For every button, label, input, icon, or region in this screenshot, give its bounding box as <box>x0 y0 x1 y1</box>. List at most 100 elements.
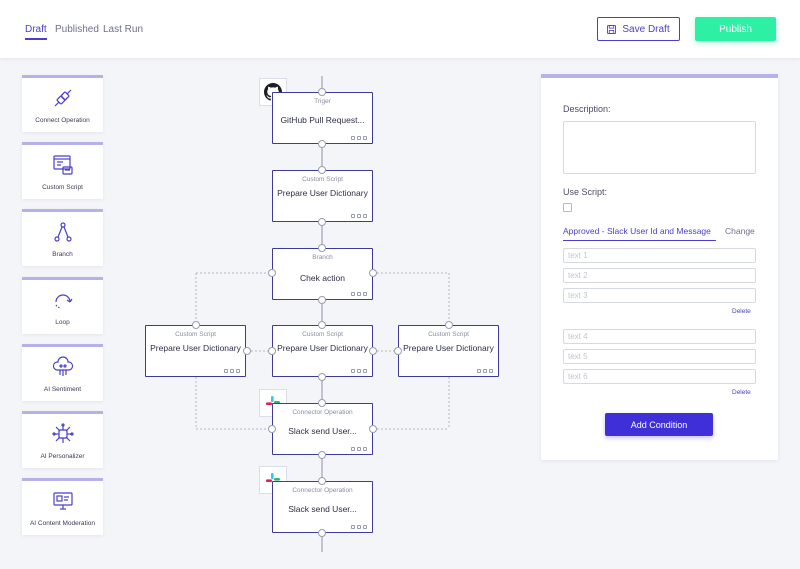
delete-icon[interactable] <box>357 447 361 451</box>
condition-input[interactable] <box>563 329 756 344</box>
copy-icon[interactable] <box>363 136 367 140</box>
palette-connect-operation[interactable]: Connect Operation <box>22 75 103 132</box>
delete-icon[interactable] <box>357 525 361 529</box>
palette-ai-personalizer[interactable]: AI Personalizer <box>22 411 103 468</box>
settings-icon[interactable] <box>351 447 355 451</box>
save-draft-button[interactable]: Save Draft <box>597 17 680 41</box>
node-actions[interactable] <box>351 136 367 140</box>
save-icon <box>607 24 617 34</box>
delete-icon[interactable] <box>483 369 487 373</box>
delete-icon[interactable] <box>230 369 234 373</box>
palette-loop[interactable]: Loop <box>22 277 103 334</box>
delete-link[interactable]: Delete <box>732 389 751 396</box>
condition-input[interactable] <box>563 248 756 263</box>
connection-port[interactable] <box>369 347 377 355</box>
node-slack-send-2[interactable]: Connector Operation Slack send User... <box>272 481 373 533</box>
palette-ai-sentiment[interactable]: AI Sentiment <box>22 344 103 401</box>
node-actions[interactable] <box>351 369 367 373</box>
copy-icon[interactable] <box>363 292 367 296</box>
node-actions[interactable] <box>351 447 367 451</box>
use-script-checkbox[interactable] <box>563 203 572 212</box>
node-actions[interactable] <box>351 292 367 296</box>
settings-icon[interactable] <box>224 369 228 373</box>
palette-label: Connect Operation <box>35 117 90 124</box>
connection-port[interactable] <box>318 451 326 459</box>
node-slack-send-1[interactable]: Connector Operation Slack send User... <box>272 403 373 455</box>
copy-icon[interactable] <box>236 369 240 373</box>
connection-port[interactable] <box>318 166 326 174</box>
delete-link[interactable]: Delete <box>732 308 751 315</box>
settings-icon[interactable] <box>351 136 355 140</box>
node-custom-script-right[interactable]: Custom Script Prepare User Dictionary <box>398 325 499 377</box>
delete-icon[interactable] <box>357 214 361 218</box>
copy-icon[interactable] <box>363 214 367 218</box>
condition-input[interactable] <box>563 288 756 303</box>
settings-icon[interactable] <box>351 214 355 218</box>
connection-port[interactable] <box>318 321 326 329</box>
node-actions[interactable] <box>351 214 367 218</box>
connection-port[interactable] <box>192 321 200 329</box>
copy-icon[interactable] <box>489 369 493 373</box>
connection-port[interactable] <box>318 244 326 252</box>
node-title: Prepare User Dictionary <box>277 188 368 198</box>
connection-port[interactable] <box>318 399 326 407</box>
settings-icon[interactable] <box>351 369 355 373</box>
connection-port[interactable] <box>268 269 276 277</box>
node-custom-script-middle[interactable]: Custom Script Prepare User Dictionary <box>272 325 373 377</box>
script-icon <box>52 155 73 175</box>
node-type-label: Custom Script <box>428 331 469 338</box>
condition-input[interactable] <box>563 349 756 364</box>
delete-icon[interactable] <box>357 136 361 140</box>
top-bar: Draft Published Last Run Save Draft Publ… <box>0 0 800 58</box>
connection-port[interactable] <box>369 425 377 433</box>
connection-port[interactable] <box>445 321 453 329</box>
condition-tab[interactable]: Approved - Slack User Id and Message <box>563 226 716 241</box>
add-condition-button[interactable]: Add Condition <box>605 413 713 436</box>
ai-personalizer-icon <box>51 423 74 443</box>
connection-port[interactable] <box>318 296 326 304</box>
palette-branch[interactable]: Branch <box>22 209 103 266</box>
palette-label: Custom Script <box>42 184 83 191</box>
connection-port[interactable] <box>369 269 377 277</box>
copy-icon[interactable] <box>363 369 367 373</box>
connection-port[interactable] <box>318 140 326 148</box>
tab-published[interactable]: Published <box>55 24 99 35</box>
copy-icon[interactable] <box>363 447 367 451</box>
palette-custom-script[interactable]: Custom Script <box>22 142 103 199</box>
delete-icon[interactable] <box>357 292 361 296</box>
settings-icon[interactable] <box>477 369 481 373</box>
node-custom-script-left[interactable]: Custom Script Prepare User Dictionary <box>145 325 246 377</box>
connection-port[interactable] <box>318 529 326 537</box>
change-link[interactable]: Change <box>725 226 755 236</box>
connection-port[interactable] <box>268 347 276 355</box>
connection-port[interactable] <box>318 373 326 381</box>
delete-icon[interactable] <box>357 369 361 373</box>
description-label: Description: <box>563 104 611 114</box>
ai-content-moderation-icon <box>52 492 73 510</box>
connection-port[interactable] <box>318 218 326 226</box>
node-branch[interactable]: Branch Chek action <box>272 248 373 300</box>
branch-icon <box>53 222 72 242</box>
tab-draft[interactable]: Draft <box>25 24 47 40</box>
settings-icon[interactable] <box>351 292 355 296</box>
description-field[interactable] <box>563 121 756 174</box>
node-title: Prepare User Dictionary <box>403 343 494 353</box>
connection-port[interactable] <box>243 347 251 355</box>
publish-button[interactable]: Publish <box>695 17 776 41</box>
connection-port[interactable] <box>318 88 326 96</box>
node-trigger[interactable]: Triger GitHub Pull Request... <box>272 92 373 144</box>
workflow-canvas[interactable]: Triger GitHub Pull Request... Custom Scr… <box>0 0 540 569</box>
condition-input[interactable] <box>563 369 756 384</box>
condition-input[interactable] <box>563 268 756 283</box>
node-actions[interactable] <box>224 369 240 373</box>
palette-ai-content-moderation[interactable]: AI Content Moderation <box>22 478 103 535</box>
connection-port[interactable] <box>394 347 402 355</box>
settings-icon[interactable] <box>351 525 355 529</box>
connection-port[interactable] <box>318 477 326 485</box>
copy-icon[interactable] <box>363 525 367 529</box>
tab-last-run[interactable]: Last Run <box>103 24 144 35</box>
node-actions[interactable] <box>477 369 493 373</box>
connection-port[interactable] <box>268 425 276 433</box>
node-custom-script[interactable]: Custom Script Prepare User Dictionary <box>272 170 373 222</box>
node-actions[interactable] <box>351 525 367 529</box>
